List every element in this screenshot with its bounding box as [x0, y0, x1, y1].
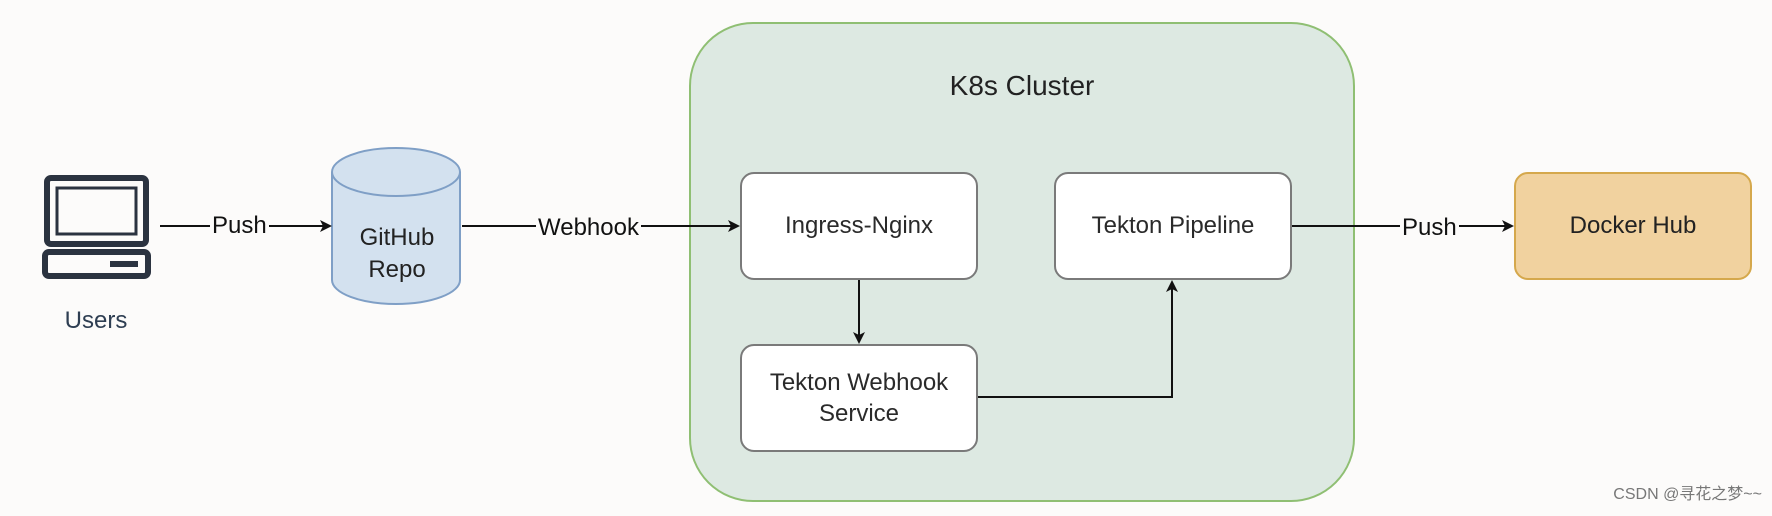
tekton-pipeline-label: Tekton Pipeline: [1091, 212, 1255, 240]
computer-terminal-icon: [42, 175, 151, 279]
arrow-webhook-service-to-pipeline: [975, 280, 1178, 398]
docker-hub-label: Docker Hub: [1569, 212, 1697, 240]
k8s-cluster-title: K8s Cluster: [949, 70, 1095, 101]
docker-hub-node: Docker Hub: [1514, 172, 1752, 280]
edge-label-push-docker: Push: [1400, 214, 1459, 241]
users-label: Users: [64, 307, 128, 334]
edge-label-push-users: Push: [210, 212, 269, 239]
edge-label-webhook: Webhook: [536, 214, 641, 241]
tekton-webhook-service-line1: Tekton Webhook: [769, 368, 949, 396]
ingress-nginx-node: Ingress-Nginx: [740, 172, 978, 280]
tekton-webhook-service-node: Tekton Webhook Service: [740, 344, 978, 452]
tekton-pipeline-node: Tekton Pipeline: [1054, 172, 1292, 280]
github-repo-line1: GitHub: [359, 224, 435, 251]
github-repo-line2: Repo: [368, 256, 426, 284]
database-cylinder-icon: [331, 147, 461, 305]
github-repo-label: GitHub Repo: [330, 222, 464, 287]
watermark: CSDN @寻花之梦~~: [1613, 486, 1762, 503]
ingress-nginx-label: Ingress-Nginx: [784, 212, 934, 240]
tekton-webhook-service-line2: Service: [818, 400, 900, 427]
